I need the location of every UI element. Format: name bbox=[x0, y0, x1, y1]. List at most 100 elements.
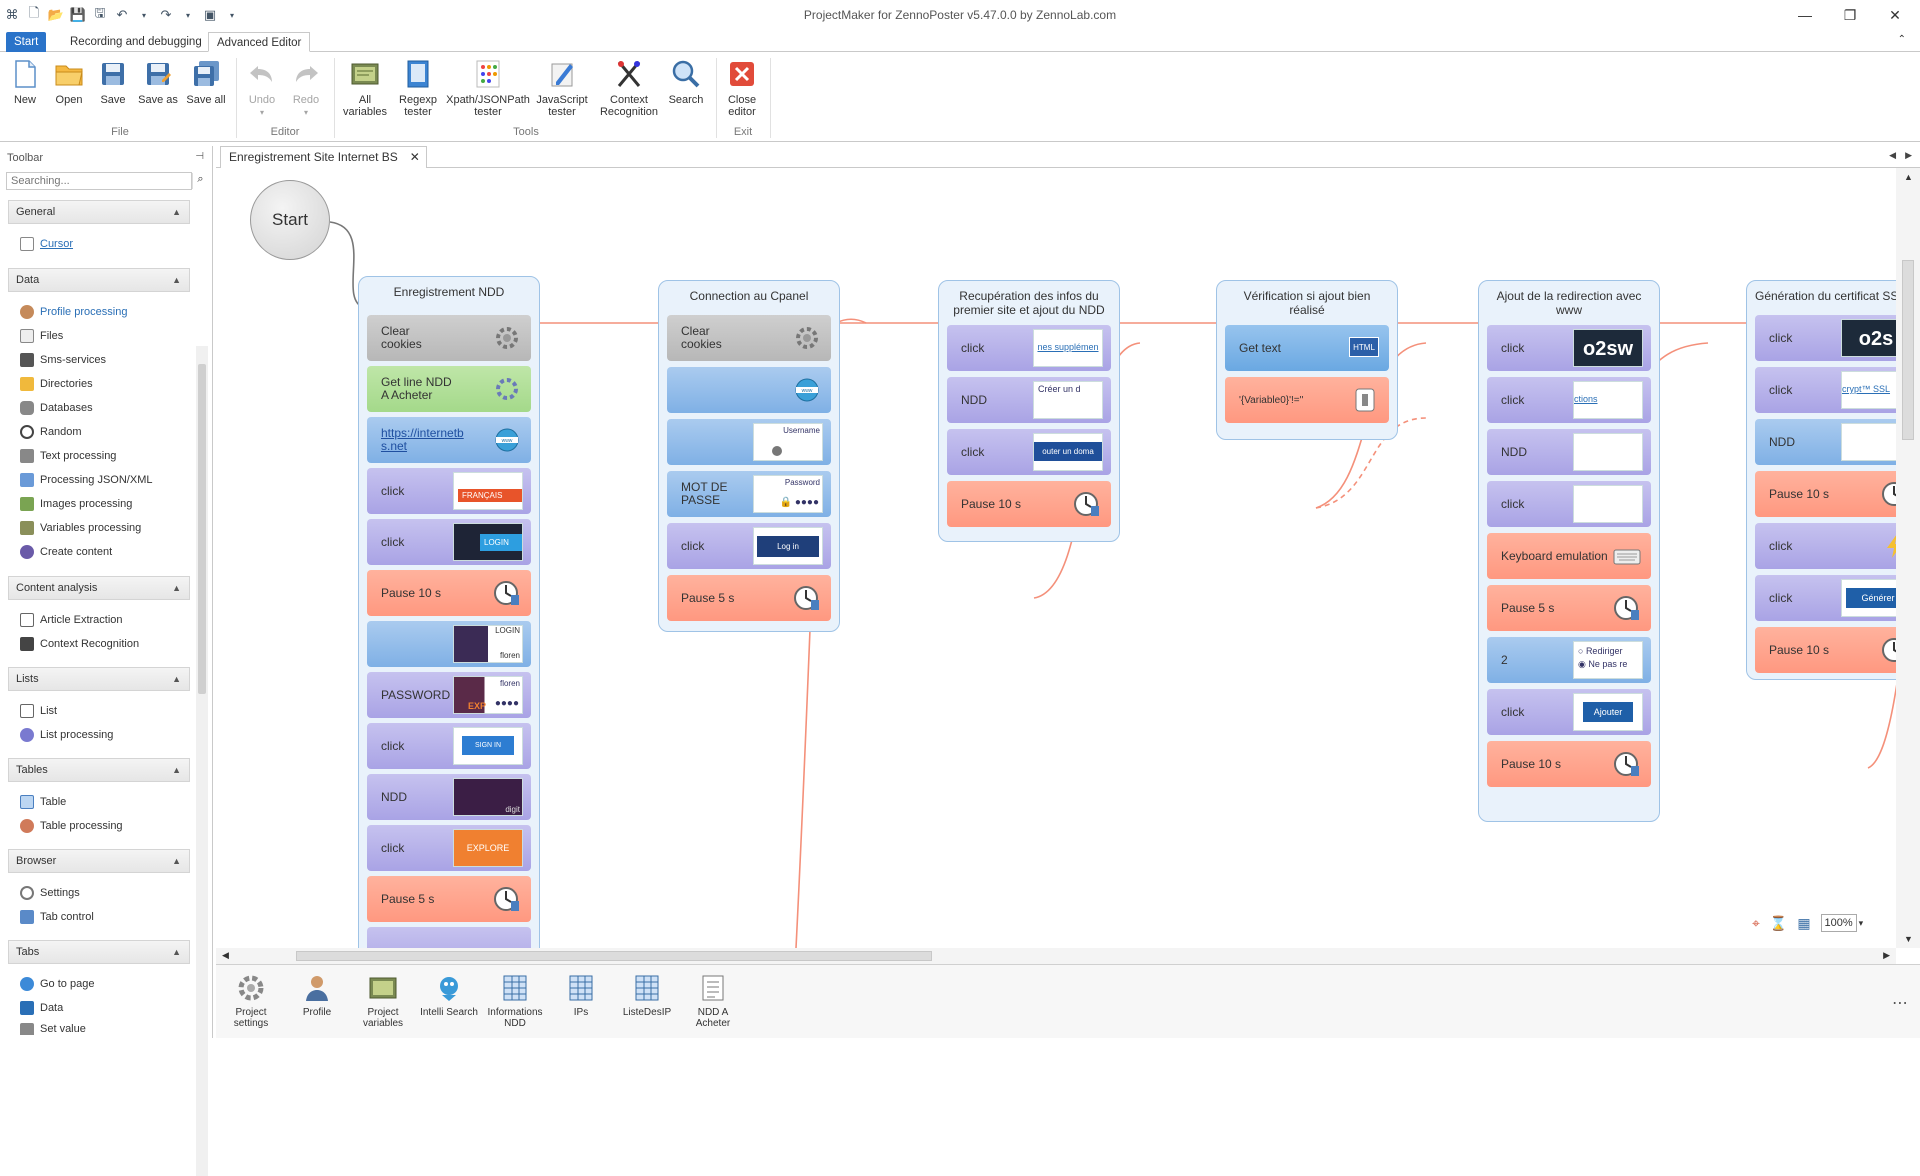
scroll-left-icon[interactable]: ◀ bbox=[222, 950, 229, 960]
scroll-up-icon[interactable]: ▲ bbox=[1904, 172, 1913, 182]
block-click[interactable]: click bbox=[1487, 481, 1651, 527]
list-ndd-a-acheter-button[interactable]: NDD A Acheter bbox=[682, 973, 744, 1029]
close-tab-icon[interactable]: ✕ bbox=[409, 150, 420, 164]
block-radio-select[interactable]: 2 ○ Rediriger◉ Ne pas re bbox=[1487, 637, 1651, 683]
section-browser[interactable]: Browser▲ bbox=[8, 849, 190, 873]
center-view-icon[interactable]: ⌖ bbox=[1752, 914, 1760, 931]
tool-list-processing[interactable]: List processing bbox=[20, 726, 113, 744]
table-ips-button[interactable]: IPs bbox=[550, 973, 612, 1018]
block-clear-cookies[interactable]: Clear cookies bbox=[667, 315, 831, 361]
group-enregistrement-ndd[interactable]: Enregistrement NDD Clear cookies Get lin… bbox=[358, 276, 540, 948]
close-editor-button[interactable]: Close editor bbox=[722, 58, 762, 118]
block-username[interactable]: Username bbox=[667, 419, 831, 465]
table-listedesip-button[interactable]: ListeDesIP bbox=[616, 973, 678, 1018]
tool-table[interactable]: Table bbox=[20, 793, 66, 811]
block-pause[interactable]: Pause 10 s bbox=[947, 481, 1111, 527]
block-click[interactable]: click o2sw bbox=[1487, 325, 1651, 371]
regexp-tester-button[interactable]: Regexp tester bbox=[394, 58, 442, 118]
block-pause[interactable]: Pause 10 s bbox=[367, 570, 531, 616]
javascript-tester-button[interactable]: JavaScript tester bbox=[532, 58, 592, 118]
tool-random[interactable]: Random bbox=[20, 423, 82, 441]
section-lists[interactable]: Lists▲ bbox=[8, 667, 190, 691]
tool-images-processing[interactable]: Images processing bbox=[20, 495, 132, 513]
clear-icon[interactable]: ⌛ bbox=[1769, 914, 1788, 931]
tool-directories[interactable]: Directories bbox=[20, 375, 93, 393]
tool-data[interactable]: Data bbox=[20, 999, 63, 1017]
undo-button[interactable]: Undo▾ bbox=[244, 58, 280, 119]
block-click[interactable]: click FRANÇAIS bbox=[367, 468, 531, 514]
section-tables[interactable]: Tables▲ bbox=[8, 758, 190, 782]
toolbox-search-input[interactable] bbox=[6, 172, 192, 190]
group-generation-certificat[interactable]: Génération du certificat SSL click o2s c… bbox=[1746, 280, 1896, 680]
block-click[interactable]: click crypt™ SSL bbox=[1755, 367, 1896, 413]
block-click[interactable]: click SIGN IN bbox=[367, 723, 531, 769]
canvas-horizontal-scrollbar[interactable]: ◀ ▶ bbox=[216, 948, 1896, 964]
save-icon[interactable]: 💾 bbox=[69, 7, 87, 22]
group-verification[interactable]: Vérification si ajout bien réalisé Get t… bbox=[1216, 280, 1398, 440]
block-click[interactable]: click EXPLORE bbox=[367, 825, 531, 871]
more-options-icon[interactable]: ⋯ bbox=[1892, 995, 1908, 1012]
tool-create-content[interactable]: Create content bbox=[20, 543, 112, 561]
block-click[interactable]: click Ajouter bbox=[1487, 689, 1651, 735]
block-ndd[interactable]: NDD bbox=[1755, 419, 1896, 465]
scrollbar-thumb[interactable] bbox=[1902, 260, 1914, 440]
open-button[interactable]: Open bbox=[50, 58, 88, 106]
close-window-button[interactable]: ✕ bbox=[1889, 7, 1901, 23]
search-icon[interactable]: ⌕ bbox=[192, 173, 208, 189]
block-click[interactable]: click bbox=[1755, 523, 1896, 569]
section-tabs[interactable]: Tabs▲ bbox=[8, 940, 190, 964]
block-partial[interactable] bbox=[367, 927, 531, 948]
document-tab[interactable]: Enregistrement Site Internet BS ✕ bbox=[220, 146, 427, 168]
block-click[interactable]: click LOGIN bbox=[367, 519, 531, 565]
redo-button[interactable]: Redo▾ bbox=[288, 58, 324, 119]
tool-files[interactable]: Files bbox=[20, 327, 63, 345]
xpath-tester-button[interactable]: Xpath/JSONPath tester bbox=[446, 58, 530, 118]
block-pause[interactable]: Pause 10 s bbox=[1755, 627, 1896, 673]
dropdown-icon[interactable]: ▾ bbox=[185, 10, 190, 20]
new-file-icon[interactable]: 🗋 bbox=[28, 5, 40, 20]
project-settings-button[interactable]: Project settings bbox=[220, 973, 282, 1029]
zoom-dropdown-icon[interactable]: ▾ bbox=[1858, 917, 1864, 928]
tool-cursor[interactable]: Cursor bbox=[20, 235, 73, 253]
block-click[interactable]: click ctions bbox=[1487, 377, 1651, 423]
group-connection-cpanel[interactable]: Connection au Cpanel Clear cookies www U… bbox=[658, 280, 840, 632]
block-pause[interactable]: Pause 5 s bbox=[367, 876, 531, 922]
scroll-down-icon[interactable]: ▼ bbox=[1904, 934, 1913, 944]
toolbox-scrollbar[interactable] bbox=[196, 346, 208, 1176]
all-variables-button[interactable]: All variables bbox=[342, 58, 388, 118]
grid-view-icon[interactable]: ▦ bbox=[1797, 914, 1811, 931]
profile-button[interactable]: Profile bbox=[286, 973, 348, 1018]
tool-json-xml[interactable]: Processing JSON/XML bbox=[20, 471, 152, 489]
block-if-condition[interactable]: '{Variable0}'!='' bbox=[1225, 377, 1389, 423]
collapse-ribbon-icon[interactable]: ⌃ bbox=[1897, 34, 1906, 45]
project-variables-button[interactable]: Project variables bbox=[352, 973, 414, 1029]
block-click[interactable]: click Log in bbox=[667, 523, 831, 569]
block-ndd[interactable]: NDD bbox=[1487, 429, 1651, 475]
tool-variables-processing[interactable]: Variables processing bbox=[20, 519, 141, 537]
block-click[interactable]: click outer un doma bbox=[947, 429, 1111, 475]
table-informations-ndd-button[interactable]: Informations NDD bbox=[484, 973, 546, 1029]
block-click[interactable]: click o2s bbox=[1755, 315, 1896, 361]
block-pause[interactable]: Pause 10 s bbox=[1755, 471, 1896, 517]
tool-profile-processing[interactable]: Profile processing bbox=[20, 303, 127, 321]
save-all-button[interactable]: Save all bbox=[184, 58, 228, 106]
canvas-vertical-scrollbar[interactable]: ▲ ▼ bbox=[1896, 168, 1920, 948]
block-click[interactable]: click Générer bbox=[1755, 575, 1896, 621]
start-node[interactable]: Start bbox=[250, 180, 330, 260]
maximize-button[interactable]: ❐ bbox=[1843, 7, 1857, 23]
block-pause[interactable]: Pause 10 s bbox=[1487, 741, 1651, 787]
section-content-analysis[interactable]: Content analysis▲ bbox=[8, 576, 190, 600]
block-get-line[interactable]: Get line NDD A Acheter bbox=[367, 366, 531, 412]
save-button[interactable]: Save bbox=[96, 58, 130, 106]
tab-recording-debugging[interactable]: Recording and debugging bbox=[70, 36, 202, 48]
block-click[interactable]: click nes supplémen bbox=[947, 325, 1111, 371]
search-button[interactable]: Search bbox=[664, 58, 708, 106]
block-keyboard-emulation[interactable]: Keyboard emulation bbox=[1487, 533, 1651, 579]
block-ndd[interactable]: NDD digit bbox=[367, 774, 531, 820]
block-clear-cookies[interactable]: Clear cookies bbox=[367, 315, 531, 361]
tab-scroll-right-icon[interactable]: ▶ bbox=[1905, 150, 1912, 160]
dropdown-icon[interactable]: ▾ bbox=[229, 10, 234, 20]
tool-settings[interactable]: Settings bbox=[20, 884, 80, 902]
tool-context-recognition[interactable]: Context Recognition bbox=[20, 635, 139, 653]
